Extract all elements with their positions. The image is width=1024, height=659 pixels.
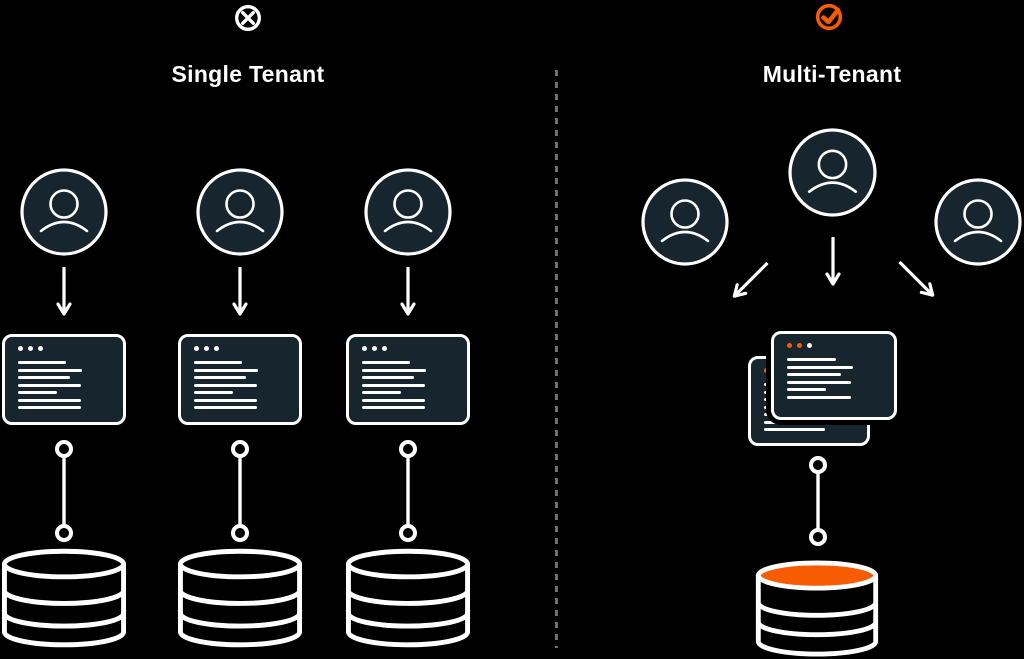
arrow-down-left-icon	[894, 256, 948, 310]
arrow-down-icon	[56, 267, 72, 316]
user-avatar-icon	[20, 168, 108, 256]
window-code-lines	[194, 361, 286, 409]
window-code-lines	[787, 358, 881, 399]
browser-window-front	[771, 331, 897, 420]
right-panel-title: Multi-Tenant	[762, 61, 902, 87]
tenant-column-3	[344, 168, 472, 650]
tenant-column-2	[176, 168, 304, 650]
database-cylinder-icon	[345, 548, 471, 648]
dashed-divider	[555, 70, 558, 648]
tenant-column-1	[0, 168, 128, 650]
window-traffic-dots	[18, 346, 110, 351]
arrow-down-right-icon	[719, 257, 773, 311]
browser-window	[2, 334, 126, 425]
window-traffic-dots	[362, 346, 454, 351]
arrow-down-icon	[232, 267, 248, 316]
database-cylinder-icon	[177, 548, 303, 648]
user-avatar-icon	[641, 178, 729, 266]
connector-link-icon	[399, 440, 417, 542]
left-panel-title: Single Tenant	[171, 61, 325, 87]
window-traffic-dots	[194, 346, 286, 351]
connector-link-icon	[55, 440, 73, 542]
circle-check-icon	[815, 3, 843, 31]
user-avatar-icon	[364, 168, 452, 256]
arrow-down-icon	[825, 236, 841, 298]
browser-window	[178, 334, 302, 425]
window-traffic-dots	[787, 343, 881, 348]
shared-database-cylinder-icon	[755, 560, 879, 657]
connector-link-icon	[809, 456, 827, 546]
user-avatar-icon	[934, 178, 1022, 266]
window-code-lines	[18, 361, 110, 409]
arrow-down-icon	[400, 267, 416, 316]
database-cylinder-icon	[1, 548, 127, 648]
connector-link-icon	[231, 440, 249, 542]
circle-x-icon	[234, 4, 262, 32]
browser-window	[346, 334, 470, 425]
window-code-lines	[362, 361, 454, 409]
user-avatar-icon	[788, 128, 877, 217]
user-avatar-icon	[196, 168, 284, 256]
